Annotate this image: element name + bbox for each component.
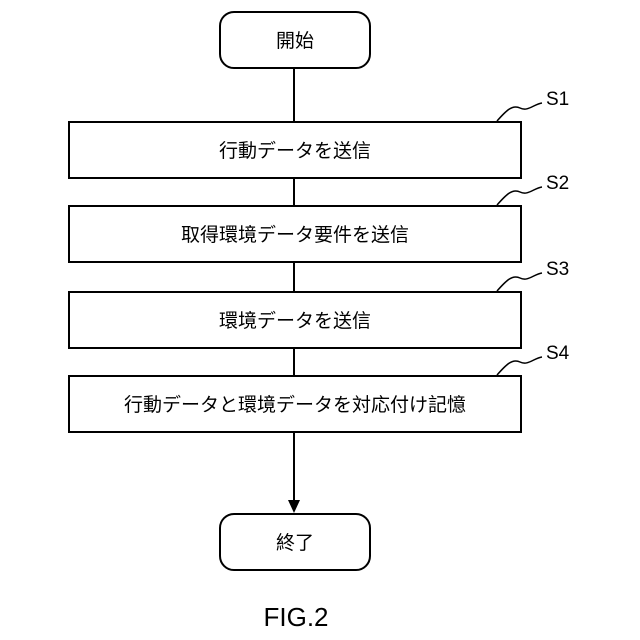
step-s3-leader: [497, 273, 542, 291]
step-s3: 環境データを送信 S3: [69, 259, 569, 348]
step-s2: 取得環境データ要件を送信 S2: [69, 173, 569, 262]
start-node: 開始: [220, 12, 370, 68]
arrow-head: [288, 500, 300, 513]
step-s1-label: 行動データを送信: [219, 140, 371, 162]
end-node: 終了: [220, 514, 370, 570]
step-s2-id: S2: [546, 173, 569, 194]
step-s4-label: 行動データと環境データを対応付け記憶: [124, 394, 466, 416]
step-s4: 行動データと環境データを対応付け記憶 S4: [69, 343, 570, 432]
figure-caption: FIG.2: [263, 602, 328, 632]
step-s1-leader: [497, 103, 542, 121]
step-s2-label: 取得環境データ要件を送信: [181, 224, 409, 246]
start-node-label: 開始: [276, 30, 314, 52]
step-s3-id: S3: [546, 259, 569, 280]
step-s1-id: S1: [546, 89, 569, 110]
step-s4-id: S4: [546, 343, 570, 364]
step-s4-leader: [497, 357, 542, 375]
step-s1: 行動データを送信 S1: [69, 89, 569, 178]
step-s3-label: 環境データを送信: [219, 310, 371, 332]
end-node-label: 終了: [276, 532, 314, 554]
step-s2-leader: [497, 187, 542, 205]
